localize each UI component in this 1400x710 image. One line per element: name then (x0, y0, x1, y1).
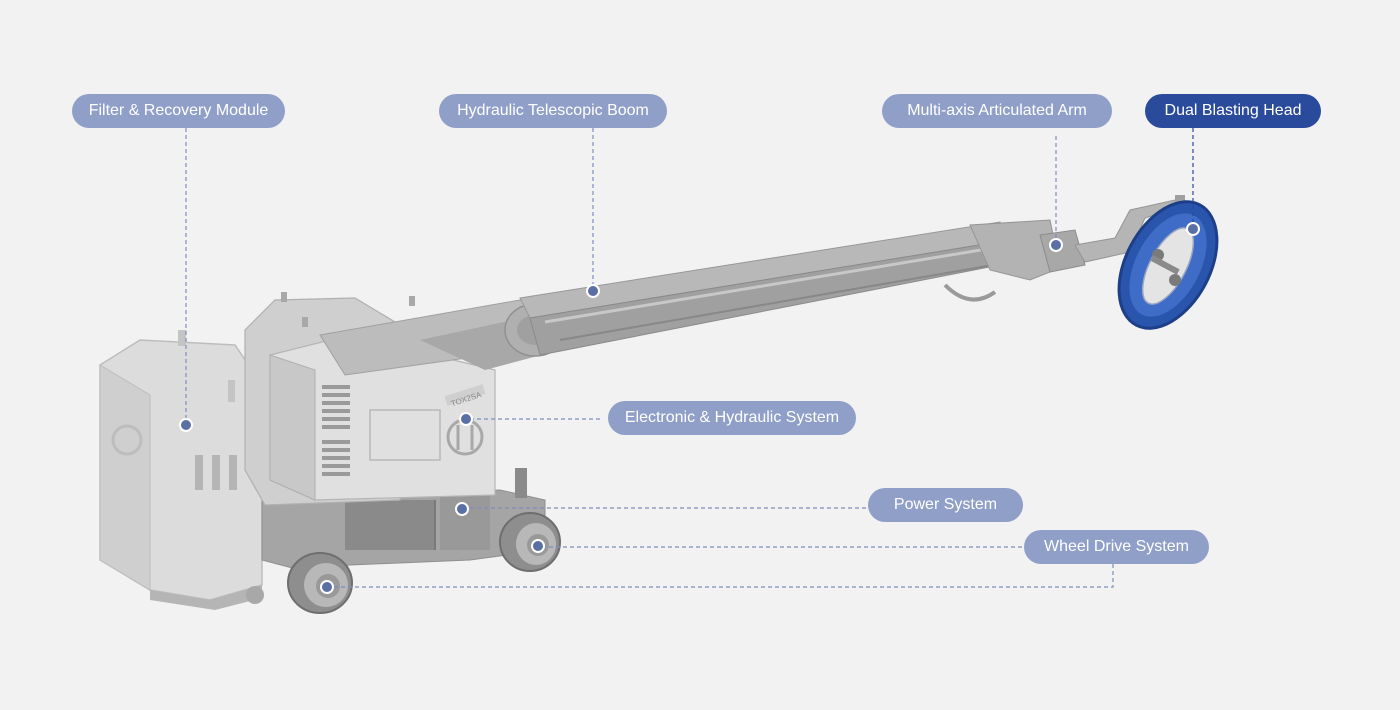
arm-label-button[interactable]: Multi-axis Articulated Arm (882, 94, 1112, 128)
boom-hotspot-dot[interactable] (586, 284, 600, 298)
filter-module-body (99, 330, 264, 610)
wheel-hotspot-dot[interactable] (531, 539, 545, 553)
telescopic-boom (519, 219, 1061, 356)
power-label-button[interactable]: Power System (868, 488, 1023, 522)
arm-hotspot-dot[interactable] (1049, 238, 1063, 252)
power-hotspot-dot[interactable] (455, 502, 469, 516)
wheel-hotspot-dot-2[interactable] (320, 580, 334, 594)
electronic-label-button[interactable]: Electronic & Hydraulic System (608, 401, 856, 435)
wheel-connector-line-2 (327, 564, 1114, 588)
head-label-button[interactable]: Dual Blasting Head (1145, 94, 1321, 128)
electronic-hotspot-dot[interactable] (459, 412, 473, 426)
filter-hotspot-dot[interactable] (179, 418, 193, 432)
head-hotspot-dot[interactable] (1186, 222, 1200, 236)
wheel-label-button[interactable]: Wheel Drive System (1024, 530, 1209, 564)
boom-label-button[interactable]: Hydraulic Telescopic Boom (439, 94, 667, 128)
filter-label-button[interactable]: Filter & Recovery Module (72, 94, 285, 128)
